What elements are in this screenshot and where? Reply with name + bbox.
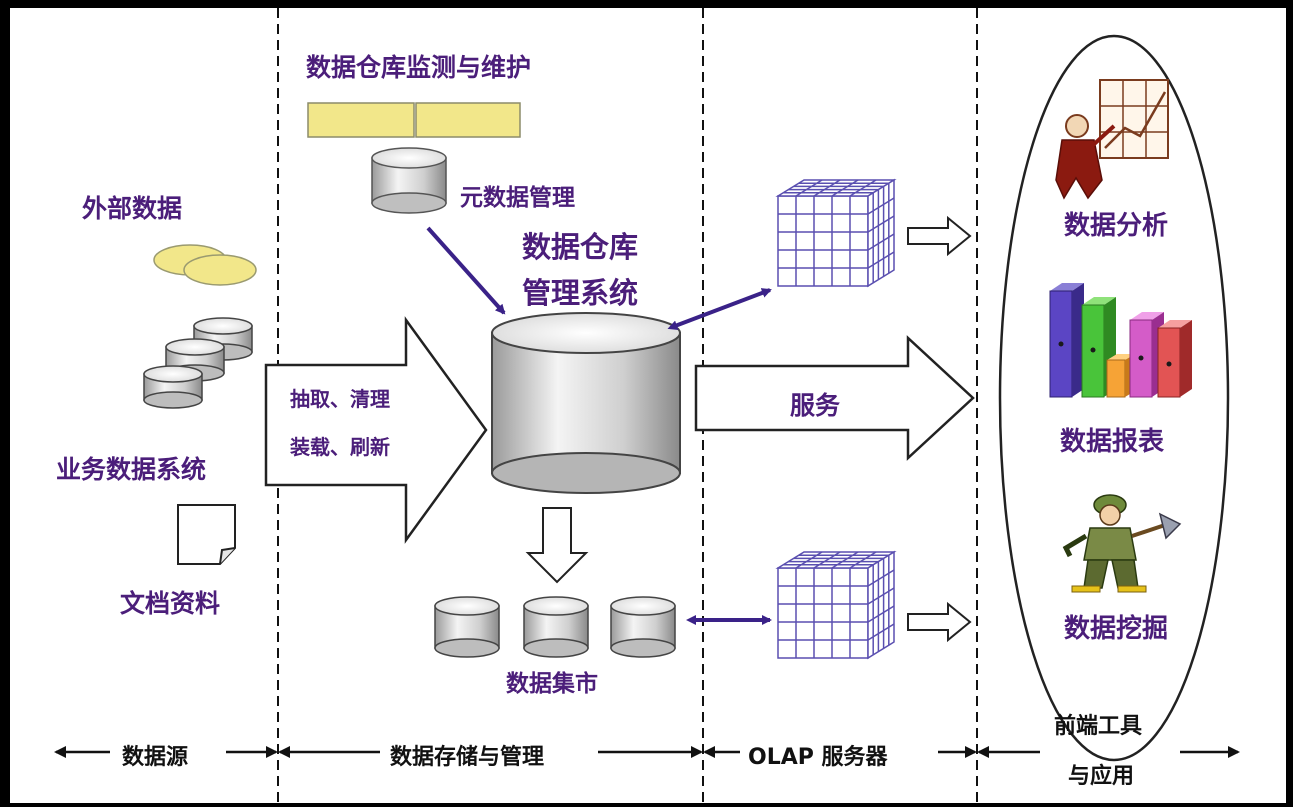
footer-storage-management: 数据存储与管理 — [390, 745, 545, 770]
footer-data-source: 数据源 — [122, 745, 189, 770]
tool-mining-label: 数据挖掘 — [1064, 614, 1169, 644]
service-arrow — [694, 335, 975, 461]
business-db-cylinders — [143, 317, 253, 409]
dw-management-label-line2: 管理系统 — [522, 276, 639, 310]
footer-frontend-line2: 与应用 — [1068, 764, 1135, 789]
external-data-icon — [153, 244, 257, 286]
tool-report-label: 数据报表 — [1060, 427, 1165, 457]
column-separators — [277, 8, 978, 803]
footer-frontend-line1: 前端工具 — [1054, 714, 1143, 739]
warehouse-cube-double-arrow — [667, 288, 772, 330]
metadata-label: 元数据管理 — [460, 185, 575, 211]
olap-cube-bottom — [775, 550, 897, 660]
datamart-label: 数据集市 — [506, 671, 598, 697]
analyst-chart-icon — [1055, 79, 1169, 200]
dw-management-label-line1: 数据仓库 — [522, 230, 639, 264]
monitor-label: 数据仓库监测与维护 — [306, 53, 532, 82]
etl-label-line1: 抽取、清理 — [290, 387, 390, 411]
documents-label: 文档资料 — [120, 589, 221, 618]
datamart-cylinders — [434, 596, 676, 658]
external-data-label: 外部数据 — [82, 194, 183, 223]
document-icon — [177, 504, 236, 565]
cube-top-output-arrow — [907, 215, 972, 257]
etl-arrow — [264, 316, 488, 544]
bar-chart-icon — [1049, 283, 1192, 398]
miner-icon — [1062, 494, 1182, 593]
diagram-canvas: 数据仓库监测与维护 元数据管理 数据仓库 管理系统 外部数据 业务数据系统 文档… — [10, 8, 1286, 803]
metadata-cylinder — [371, 147, 447, 214]
business-system-label: 业务数据系统 — [56, 455, 207, 484]
monitoring-bar — [307, 102, 521, 138]
service-label: 服务 — [790, 391, 841, 420]
data-warehouse-cylinder — [491, 312, 681, 494]
tool-analysis-label: 数据分析 — [1064, 211, 1169, 241]
metadata-to-warehouse-arrow — [426, 226, 506, 315]
footer-olap-server: OLAP 服务器 — [748, 745, 888, 770]
frontend-tools-ellipse — [998, 34, 1230, 762]
etl-label-line2: 装载、刷新 — [290, 435, 390, 459]
olap-cube-top — [775, 178, 897, 288]
warehouse-to-datamart-arrow — [525, 507, 589, 584]
diagram-graphics — [54, 8, 1240, 803]
cube-bottom-output-arrow — [907, 601, 972, 643]
